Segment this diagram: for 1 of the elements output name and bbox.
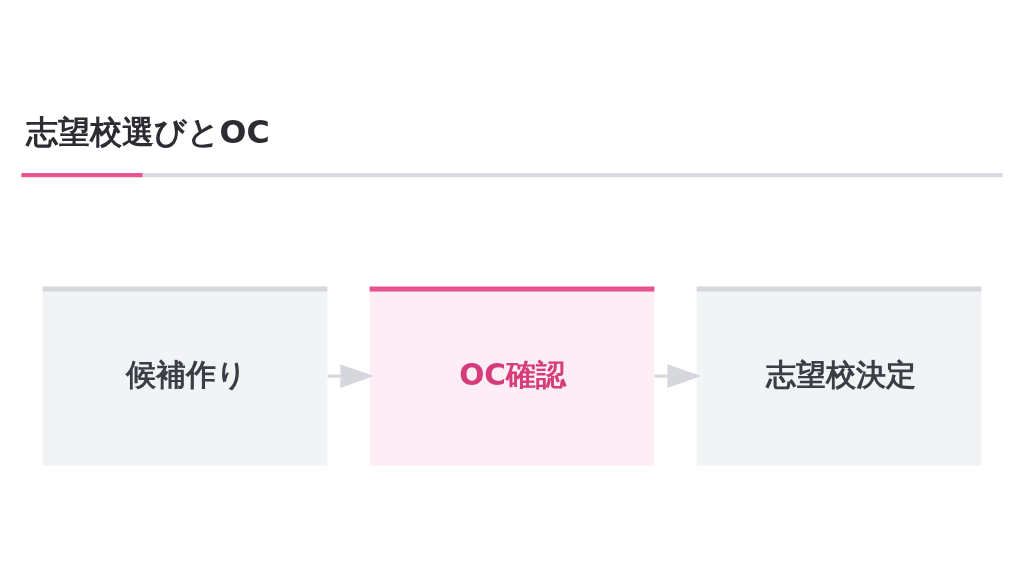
diagram-title: 志望校選びとOC — [25, 114, 270, 151]
